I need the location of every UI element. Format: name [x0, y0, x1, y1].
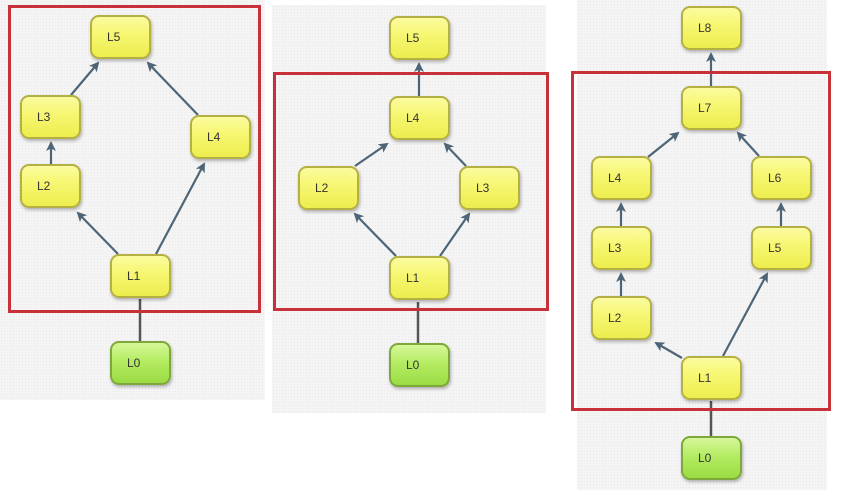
- edge-p3-l1-l5: [722, 272, 768, 357]
- p3-node-l1[interactable]: L1: [681, 356, 742, 400]
- edge-p2-l1-l3: [439, 212, 471, 257]
- node-label: L7: [698, 101, 712, 115]
- node-label: L1: [127, 269, 141, 283]
- p1-node-l3[interactable]: L3: [20, 95, 81, 139]
- edge-p1-l4-l5: [146, 61, 199, 116]
- p3-node-l3[interactable]: L3: [591, 226, 652, 270]
- node-label: L2: [608, 311, 622, 325]
- p3-node-l4[interactable]: L4: [591, 156, 652, 200]
- node-label: L6: [768, 171, 782, 185]
- p2-node-l0[interactable]: L0: [389, 343, 450, 387]
- node-label: L5: [107, 30, 121, 44]
- p1-node-l1[interactable]: L1: [110, 254, 171, 298]
- node-label: L4: [608, 171, 622, 185]
- node-label: L1: [406, 271, 420, 285]
- p2-node-l4[interactable]: L4: [389, 96, 450, 140]
- p1-node-l4[interactable]: L4: [190, 115, 251, 159]
- node-label: L2: [37, 179, 51, 193]
- node-label: L0: [698, 451, 712, 465]
- node-label: L5: [768, 241, 782, 255]
- p1-node-l5[interactable]: L5: [90, 15, 151, 59]
- node-label: L3: [37, 110, 51, 124]
- panel-3-highlight-frame: [571, 71, 831, 411]
- node-label: L2: [315, 181, 329, 195]
- p3-node-l2[interactable]: L2: [591, 296, 652, 340]
- node-label: L4: [406, 111, 420, 125]
- node-label: L3: [608, 241, 622, 255]
- edge-p1-l1-l2: [76, 211, 119, 255]
- p3-node-l5[interactable]: L5: [751, 226, 812, 270]
- node-label: L1: [698, 371, 712, 385]
- node-label: L0: [406, 358, 420, 372]
- p3-node-l7[interactable]: L7: [681, 86, 742, 130]
- edge-p3-l4-l7: [647, 131, 680, 158]
- edge-p2-l2-l4: [354, 142, 389, 167]
- p2-node-l1[interactable]: L1: [389, 256, 450, 300]
- p1-node-l0[interactable]: L0: [110, 341, 171, 385]
- panel-1-highlight-frame: [8, 5, 261, 313]
- edge-p2-l3-l4: [443, 142, 467, 167]
- panel-1-background: [0, 0, 265, 400]
- p3-node-l0[interactable]: L0: [681, 436, 742, 480]
- p1-node-l2[interactable]: L2: [20, 164, 81, 208]
- edge-p2-l1-l2: [353, 212, 397, 257]
- node-label: L4: [207, 130, 221, 144]
- node-label: L5: [406, 31, 420, 45]
- node-label: L8: [698, 21, 712, 35]
- p3-node-l6[interactable]: L6: [751, 156, 812, 200]
- edge-p1-l3-l5: [70, 61, 100, 96]
- panel-2-highlight-frame: [273, 72, 549, 311]
- edge-p3-l6-l7: [736, 131, 760, 157]
- p2-node-l2[interactable]: L2: [298, 166, 359, 210]
- p2-node-l3[interactable]: L3: [459, 166, 520, 210]
- p3-node-l8[interactable]: L8: [681, 6, 742, 50]
- node-label: L0: [127, 356, 141, 370]
- edge-p3-l1-l2: [654, 342, 683, 359]
- edge-p1-l1-l4: [155, 162, 205, 255]
- node-label: L3: [476, 181, 490, 195]
- p2-node-l5[interactable]: L5: [389, 16, 450, 60]
